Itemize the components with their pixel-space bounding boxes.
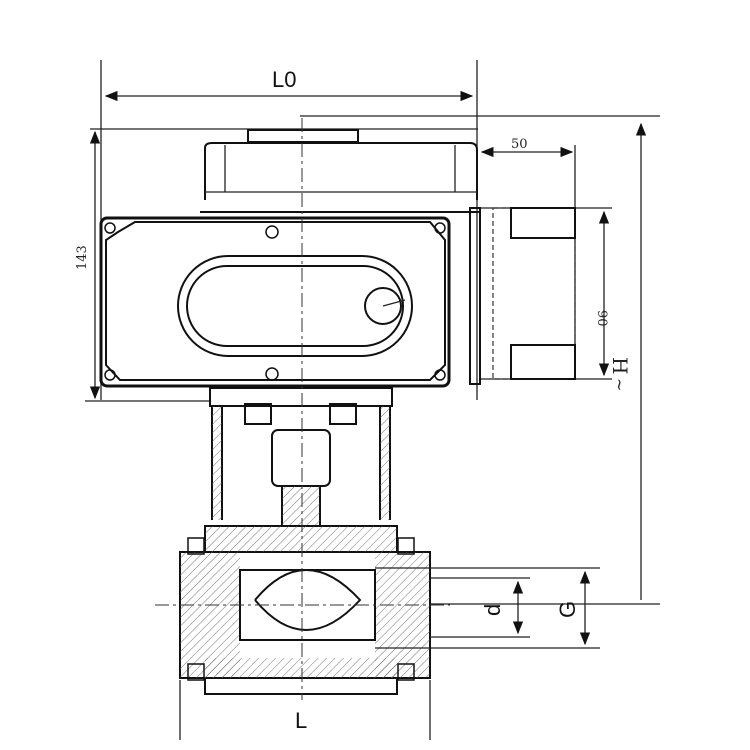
- label-50: 50: [511, 137, 528, 152]
- label-g: G: [555, 601, 580, 618]
- dim-90: 90 H ~: [480, 207, 632, 391]
- actuator-housing: [99, 216, 451, 388]
- label-l: L: [295, 708, 307, 733]
- label-h: H: [608, 357, 632, 374]
- manual-override-knob: [364, 287, 402, 325]
- dim-143: 143: [75, 130, 210, 402]
- dim-l: L: [179, 680, 431, 740]
- dim-50: 50: [480, 137, 576, 380]
- label-90: 90: [594, 310, 609, 327]
- label-l0: L0: [272, 67, 296, 92]
- dim-d-g: d G: [375, 567, 600, 649]
- dim-l0: L0: [100, 60, 478, 400]
- label-d: d: [480, 604, 505, 616]
- label-143: 143: [75, 245, 90, 270]
- label-approx: ~: [610, 378, 629, 391]
